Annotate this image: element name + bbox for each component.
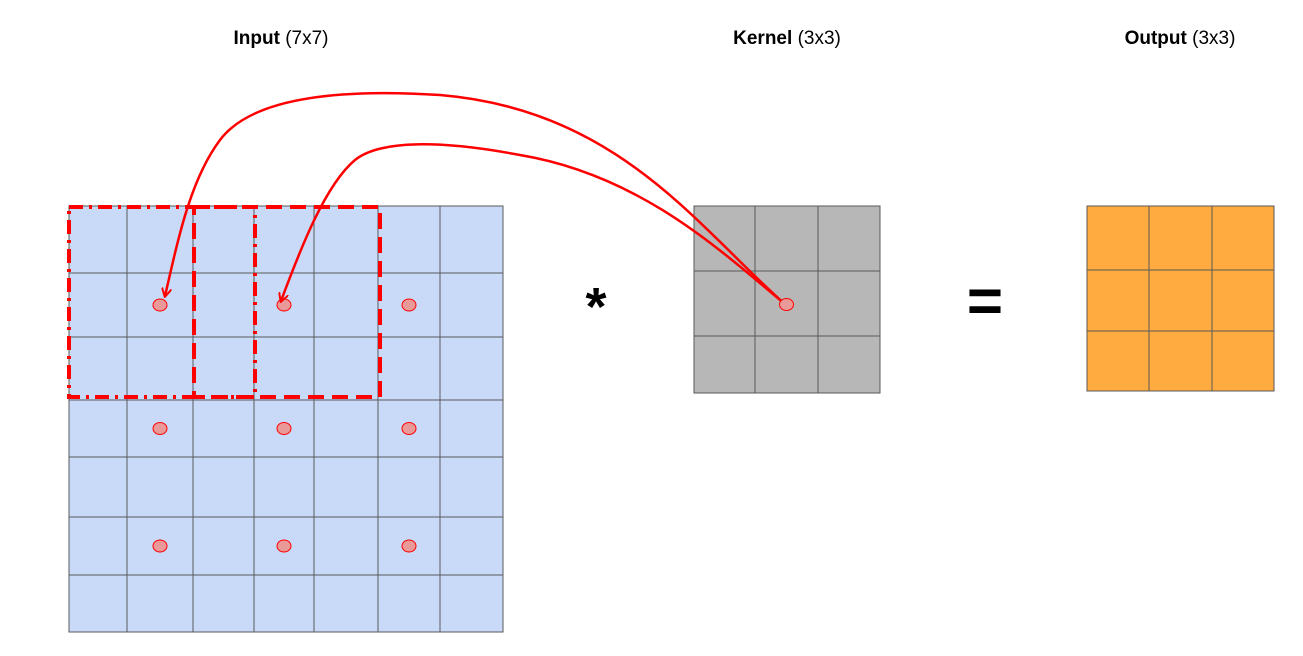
input-cell [439,456,504,518]
input-cell [253,456,315,518]
input-sample-dot [276,422,292,435]
input-cell [192,336,255,401]
input-cell [439,205,504,274]
receptive-field-dashdot [67,205,257,399]
input-cell [68,336,128,401]
input-title-size: (7x7) [285,28,329,49]
output-cell [1211,269,1275,332]
kernel-center-dot [779,298,794,311]
kernel-cell [817,335,881,394]
output-grid [1086,205,1275,392]
input-cell [68,456,128,518]
input-cell [439,272,504,338]
input-cell [439,516,504,576]
input-cell [439,399,504,458]
input-cell [313,205,379,274]
kernel-title: Kernel (3x3) [733,28,841,50]
equals-operator: = [967,267,1003,336]
output-cell [1086,330,1150,392]
input-cell [313,336,379,401]
input-cell [192,399,255,458]
input-grid [68,205,504,633]
input-cell [439,336,504,401]
input-cell [192,205,255,274]
input-cell [68,574,128,633]
input-cell [68,205,128,274]
output-title: Output (3x3) [1125,28,1236,50]
output-cell [1086,269,1150,332]
kernel-dot-layer [779,298,794,311]
input-cell [68,516,128,576]
receptive-field-dashed [192,205,382,399]
output-title-size: (3x3) [1192,28,1236,49]
output-cell [1086,205,1150,271]
input-sample-dot [276,298,292,312]
kernel-title-size: (3x3) [797,28,841,49]
input-sample-dot [152,298,168,312]
arrow-kernel-to-second-window [281,143,787,306]
input-cell [126,205,194,274]
kernel-cell [693,270,756,337]
output-title-bold: Output [1124,28,1187,49]
input-cell [313,399,379,458]
output-cell [1211,205,1275,271]
arrow-kernel-to-first-window [165,91,787,306]
input-sample-dot [401,539,417,553]
output-cell [1148,330,1213,392]
kernel-cell [754,205,819,272]
input-cell [439,574,504,633]
input-cell [68,399,128,458]
kernel-cell [693,335,756,394]
input-sample-dot [401,298,417,312]
input-cell [313,272,379,338]
multiply-operator: * [585,277,606,337]
input-title-bold: Input [233,28,280,49]
input-sample-dot [401,422,417,435]
input-cell [192,456,255,518]
input-sample-dot [276,539,292,553]
input-cell [377,205,441,274]
kernel-cell [817,270,881,337]
input-cell [126,456,194,518]
input-cell [313,516,379,576]
input-cell [377,456,441,518]
input-cell [126,574,194,633]
output-cell [1148,205,1213,271]
input-cell [192,272,255,338]
input-cell [377,336,441,401]
input-cell [313,574,379,633]
input-cell [68,272,128,338]
input-cell [126,336,194,401]
input-cell [253,574,315,633]
kernel-grid [693,205,881,394]
kernel-title-bold: Kernel [733,28,793,49]
input-cell [377,574,441,633]
input-sample-dot [152,422,168,435]
kernel-cell [817,205,881,272]
kernel-cell [754,335,819,394]
input-cell [253,336,315,401]
input-cell [192,574,255,633]
input-sample-dot [152,539,168,553]
output-cell [1148,269,1213,332]
input-cell [192,516,255,576]
input-cell [313,456,379,518]
input-title: Input (7x7) [233,28,328,50]
input-dots [152,298,417,553]
output-cell [1211,330,1275,392]
